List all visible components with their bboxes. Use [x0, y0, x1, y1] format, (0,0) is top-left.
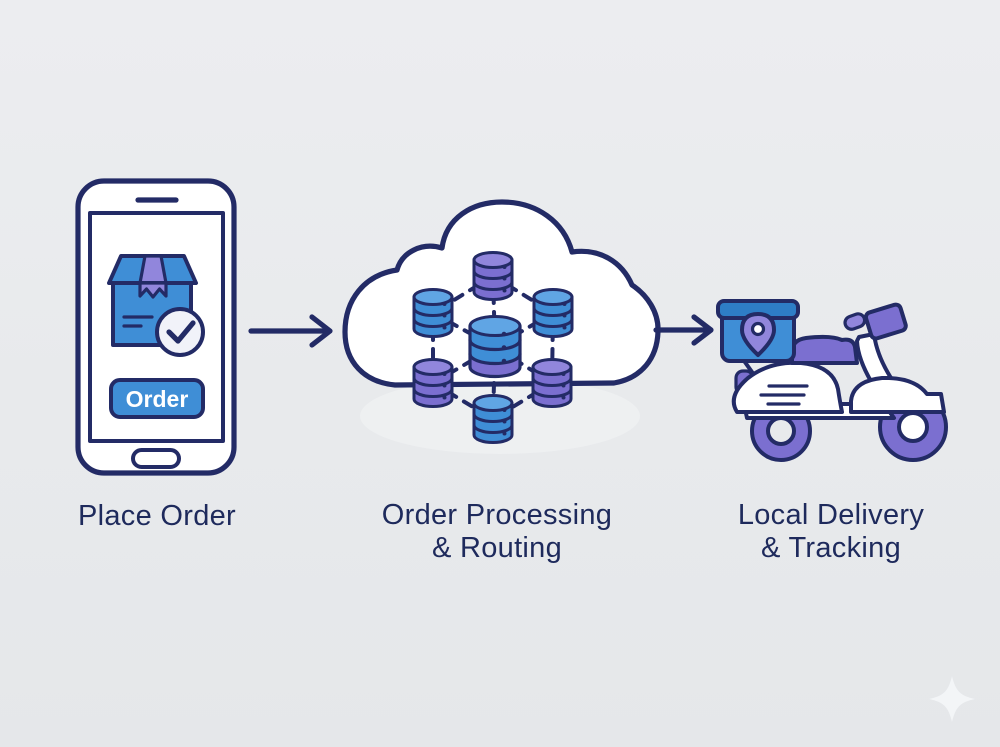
home-button: [131, 448, 181, 469]
database-icon: [472, 394, 514, 444]
speed-lines: [759, 384, 809, 406]
smartphone-icon: Order: [75, 178, 237, 476]
step-label-order-processing-line1: Order Processing: [382, 499, 612, 531]
scooter-seat: [790, 334, 859, 365]
database-icon-primary: [468, 315, 522, 379]
step-label-order-processing-line2: & Routing: [432, 532, 562, 564]
database-icon: [412, 358, 454, 408]
database-icon: [531, 358, 573, 408]
front-fender: [849, 375, 946, 414]
delivery-box: [716, 299, 800, 363]
cloud-icon: [342, 199, 661, 454]
order-button-label: Order: [126, 386, 189, 412]
database-icon: [472, 251, 514, 301]
mirror: [863, 302, 908, 341]
order-button[interactable]: Order: [109, 378, 205, 419]
sparkle-icon: [929, 676, 975, 722]
step-label-local-delivery-line1: Local Delivery: [738, 499, 925, 531]
step-label-place-order: Place Order: [78, 500, 236, 532]
database-icon: [412, 288, 454, 338]
arrow-right-icon: [653, 314, 714, 346]
step-label-local-delivery-line2: & Tracking: [761, 532, 901, 564]
delivery-scooter-icon: [716, 299, 948, 462]
arrow-right-icon: [248, 314, 333, 348]
mirror-arm: [843, 312, 867, 331]
database-icon: [532, 288, 574, 338]
location-pin-icon: [740, 312, 776, 357]
check-circle-icon: [155, 307, 205, 357]
